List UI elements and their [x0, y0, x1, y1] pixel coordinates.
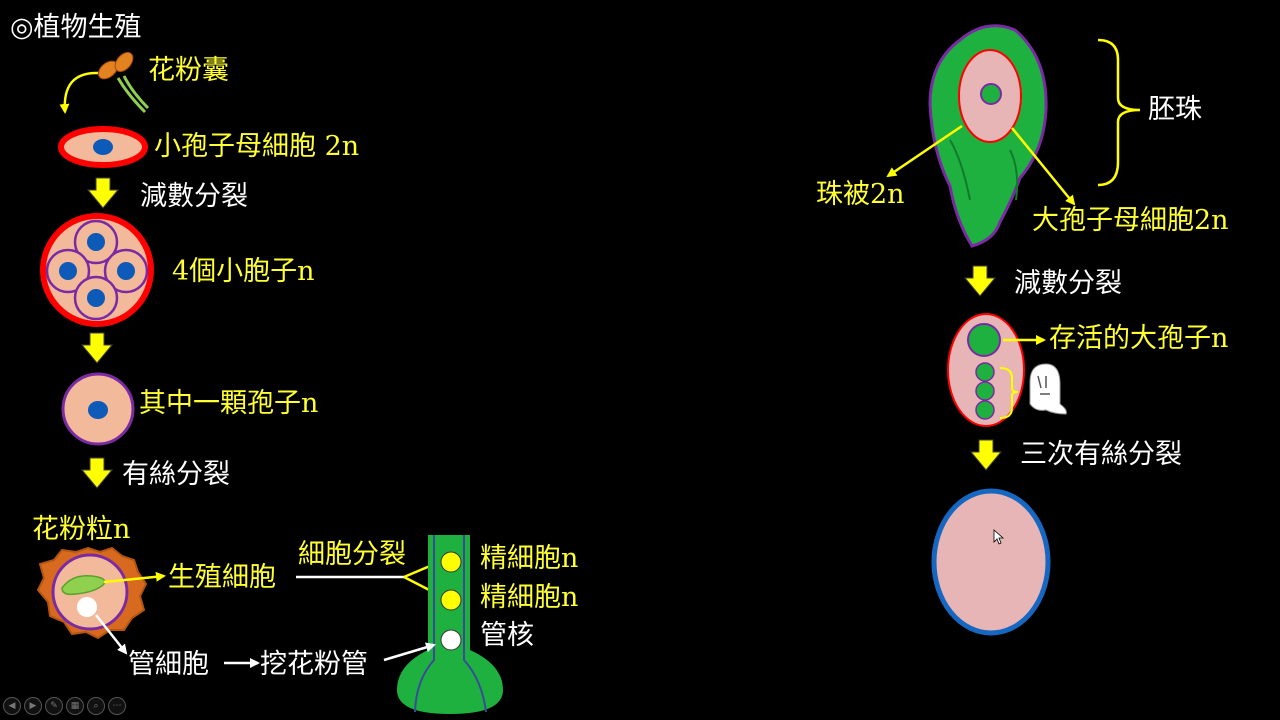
three-mitoses-label: 三次有絲分裂 [1020, 439, 1182, 470]
pollen-grain [36, 546, 148, 640]
zoom-icon[interactable]: ⌕ [87, 697, 105, 715]
generative-cell-label: 生殖細胞 [168, 562, 276, 593]
microspore-tetrad [40, 213, 154, 327]
see-all-slides-icon[interactable]: ▦ [66, 697, 84, 715]
slideshow-toolbar: ◀ ▶ ✎ ▦ ⌕ ⋯ [3, 697, 126, 715]
integument-label: 珠被2n [816, 179, 905, 210]
mouse-cursor-icon [993, 529, 1005, 545]
cell-division-label: 細胞分裂 [298, 539, 406, 570]
four-microspores-label: 4個小胞子n [172, 256, 315, 287]
sperm-label-2: 精細胞n [480, 582, 579, 613]
more-options-icon[interactable]: ⋯ [108, 697, 126, 715]
down-arrow-2 [80, 332, 114, 364]
megaspore-mother-cell-label: 大孢子母細胞2n [1032, 205, 1229, 236]
previous-slide-icon[interactable]: ◀ [3, 697, 21, 715]
pollen-grain-label: 花粉粒n [32, 514, 131, 545]
pen-icon[interactable]: ✎ [45, 697, 63, 715]
tube-nucleus-label: 管核 [480, 620, 534, 651]
degenerate-bracket [999, 367, 1019, 419]
ovule-label: 胚珠 [1148, 94, 1202, 125]
tube-cell-label: 管細胞 [128, 649, 209, 680]
three-mitoses-arrow [969, 439, 1003, 471]
mitosis-label: 有絲分裂 [122, 459, 230, 490]
anther-label: 花粉囊 [148, 55, 229, 86]
microspore-mother-cell-label: 小孢子母細胞 2n [154, 131, 360, 162]
sperm-label-1: 精細胞n [480, 543, 579, 574]
ghost-icon [1029, 363, 1067, 415]
mitosis-down-arrow [80, 457, 114, 489]
ovule-bracket [1097, 38, 1141, 187]
pollen-tube-arrow [383, 642, 436, 662]
single-microspore [61, 372, 135, 446]
pollen-tube-label: 挖花粉管 [260, 649, 368, 680]
surviving-megaspore-label: 存活的大孢子n [1049, 323, 1229, 354]
megaspore-mother-arrow [1011, 127, 1076, 206]
female-meiosis-arrow [963, 265, 997, 297]
next-slide-icon[interactable]: ▶ [24, 697, 42, 715]
ovule [928, 24, 1048, 248]
embryo-sac [931, 488, 1051, 636]
one-spore-label: 其中一顆孢子n [139, 388, 319, 419]
megaspores [947, 313, 1025, 427]
anther-icon [97, 51, 150, 114]
pollen-tube [397, 535, 503, 714]
integument-arrow [886, 124, 963, 178]
tube-cell-arrow [95, 614, 128, 655]
generative-cell-arrow [103, 571, 166, 584]
page-title: ◎植物生殖 [10, 12, 142, 43]
anther-arrow [59, 71, 99, 114]
meiosis-label: 減數分裂 [140, 181, 248, 212]
microspore-mother-cell [58, 126, 148, 168]
meiosis-down-arrow [86, 177, 120, 209]
female-meiosis-label: 減數分裂 [1014, 268, 1122, 299]
